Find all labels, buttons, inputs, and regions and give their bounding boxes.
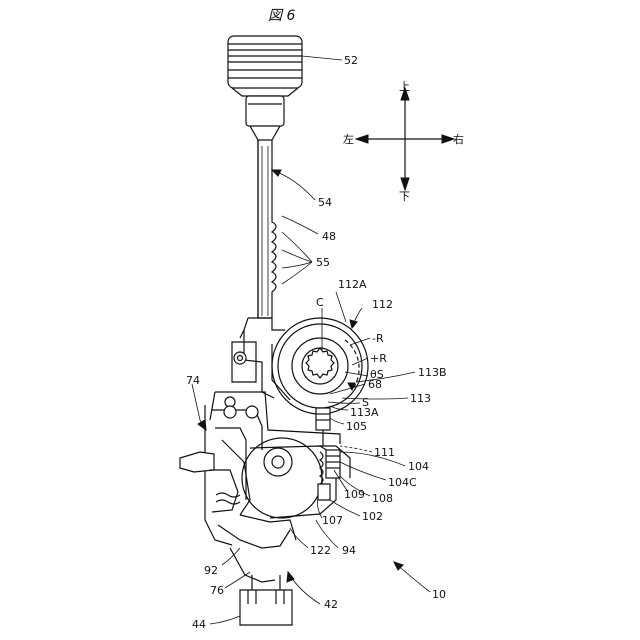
shaft-collar bbox=[246, 96, 284, 140]
label-113A: 113A bbox=[350, 406, 379, 419]
label-48: 48 bbox=[322, 230, 336, 243]
label-C: C bbox=[316, 296, 324, 309]
label-112A: 112A bbox=[338, 278, 367, 291]
direction-up-label: 上 bbox=[399, 80, 410, 93]
label-107: 107 bbox=[322, 514, 343, 527]
label-105: 105 bbox=[346, 420, 367, 433]
connector-44 bbox=[240, 575, 292, 625]
label-111: 111 bbox=[374, 446, 395, 459]
label-122: 122 bbox=[310, 544, 331, 557]
label-102: 102 bbox=[362, 510, 383, 523]
direction-compass: 上 下 左 右 bbox=[343, 80, 464, 203]
label-55: 55 bbox=[316, 256, 330, 269]
label-54: 54 bbox=[318, 196, 332, 209]
label-92: 92 bbox=[204, 564, 218, 577]
lever-shaft bbox=[258, 140, 276, 318]
direction-right-label: 右 bbox=[453, 132, 464, 146]
label-76: 76 bbox=[210, 584, 224, 597]
figure-title: 図 6 bbox=[268, 8, 295, 24]
label-74: 74 bbox=[186, 374, 200, 387]
knob bbox=[228, 36, 302, 96]
label-104: 104 bbox=[408, 460, 429, 473]
label-42: 42 bbox=[324, 598, 338, 611]
label-minus-R: -R bbox=[372, 332, 384, 345]
label-108: 108 bbox=[372, 492, 393, 505]
label-10: 10 bbox=[432, 588, 446, 601]
label-112: 112 bbox=[372, 298, 393, 311]
direction-down-label: 下 bbox=[399, 190, 410, 203]
lower-mechanism bbox=[242, 438, 350, 518]
label-109: 109 bbox=[344, 488, 365, 501]
label-113: 113 bbox=[410, 392, 431, 405]
label-plus-R: +R bbox=[370, 352, 387, 365]
label-94: 94 bbox=[342, 544, 356, 557]
label-104C: 104C bbox=[388, 476, 417, 489]
label-44: 44 bbox=[192, 618, 206, 631]
direction-left-label: 左 bbox=[343, 133, 354, 146]
label-52: 52 bbox=[344, 54, 358, 67]
label-68: 68 bbox=[368, 378, 382, 391]
label-113B: 113B bbox=[418, 366, 447, 379]
